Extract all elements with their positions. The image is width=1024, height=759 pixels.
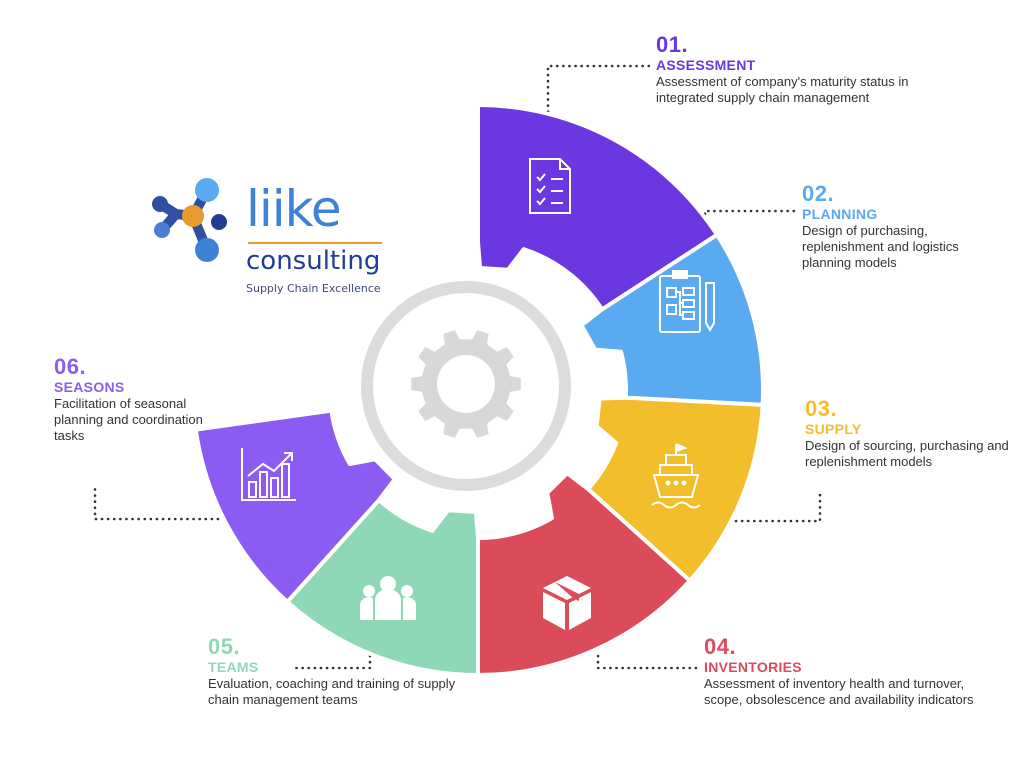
step-assessment: 01. ASSESSMENT Assessment of company's m…	[656, 34, 926, 106]
step-seasons: 06. SEASONS Facilitation of seasonal pla…	[54, 356, 214, 444]
step-description: Design of sourcing, purchasing and reple…	[805, 438, 1009, 469]
step-title: SEASONS	[54, 379, 125, 395]
step-description: Design of purchasing, replenishment and …	[802, 223, 959, 270]
step-planning: 02. PLANNING Design of purchasing, reple…	[802, 183, 1002, 271]
logo-subtitle: consulting	[246, 246, 381, 276]
connector-line-2	[703, 209, 797, 228]
step-supply: 03. SUPPLY Design of sourcing, purchasin…	[805, 398, 1010, 470]
logo-divider	[248, 242, 382, 244]
gear-icon	[411, 330, 521, 438]
segment-supply	[586, 395, 765, 583]
step-number: 01.	[656, 32, 689, 57]
step-title: ASSESSMENT	[656, 57, 756, 73]
logo-tagline: Supply Chain Excellence	[246, 282, 381, 295]
connector-line-6	[93, 484, 220, 521]
segment-seasons	[193, 408, 397, 604]
step-description: Assessment of company's maturity status …	[656, 74, 909, 105]
step-number: 03.	[805, 396, 838, 421]
step-title: INVENTORIES	[704, 659, 802, 675]
growth-chart-icon	[241, 448, 296, 501]
segment-assessment	[476, 103, 719, 312]
logo-mark	[152, 178, 227, 262]
clipboard-flowchart-icon	[659, 270, 715, 333]
team-icon	[360, 576, 416, 620]
segment-inventories	[476, 471, 692, 677]
step-number: 05.	[208, 634, 241, 659]
step-title: PLANNING	[802, 206, 878, 222]
connector-line-4	[596, 654, 698, 670]
segment-planning	[579, 232, 765, 407]
wheel-segments	[193, 103, 765, 677]
step-number: 04.	[704, 634, 737, 659]
step-title: TEAMS	[208, 659, 259, 675]
step-description: Evaluation, coaching and training of sup…	[208, 676, 456, 707]
connector-line-5	[290, 654, 372, 670]
step-description: Facilitation of seasonal planning and co…	[54, 396, 203, 443]
step-title: SUPPLY	[805, 421, 862, 437]
step-number: 02.	[802, 181, 835, 206]
step-inventories: 04. INVENTORIES Assessment of inventory …	[704, 636, 994, 708]
step-number: 06.	[54, 354, 87, 379]
inner-ring	[361, 281, 571, 491]
connector-line-3	[734, 488, 822, 523]
step-description: Assessment of inventory health and turno…	[704, 676, 974, 707]
checklist-icon	[529, 158, 571, 214]
box-icon	[543, 576, 591, 630]
logo-wordmark: liike	[246, 180, 342, 238]
step-teams: 05. TEAMS Evaluation, coaching and train…	[208, 636, 478, 708]
cargo-ship-icon	[651, 443, 701, 509]
